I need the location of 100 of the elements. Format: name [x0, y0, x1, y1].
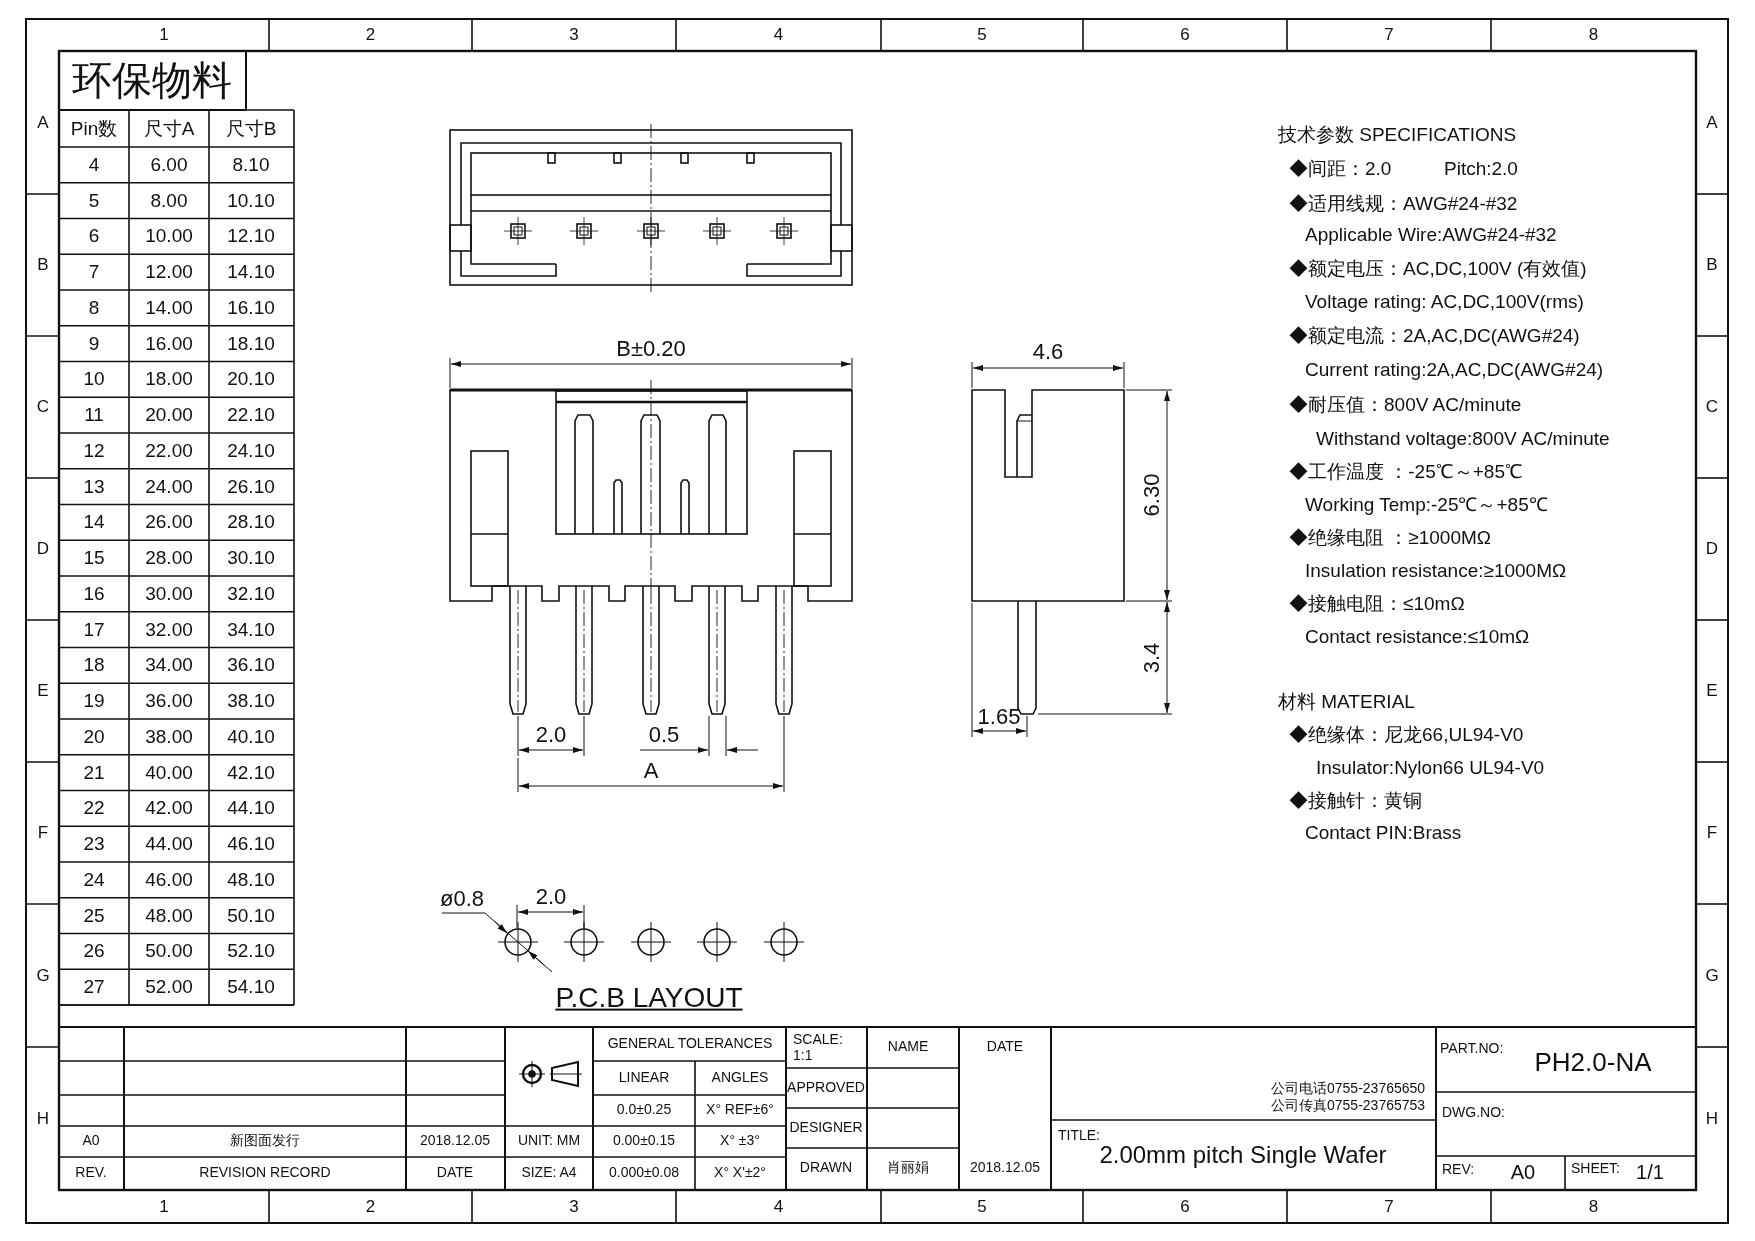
column-header: Pin数 — [70, 118, 118, 139]
dimension-a-value: 34.00 — [145, 654, 193, 676]
zone-letter: A — [1706, 113, 1718, 132]
field-label: SHEET: — [1571, 1161, 1620, 1177]
zone-number: 1 — [159, 25, 169, 45]
tolerance-value: 0.000±0.08 — [609, 1165, 679, 1181]
zone-number: 2 — [365, 1197, 376, 1217]
spec-line: Working Temp:-25℃～+85℃ — [1305, 494, 1548, 516]
tolerance-value: 0.0±0.25 — [616, 1102, 672, 1118]
column-header: 尺寸B — [225, 118, 277, 139]
spec-line: Voltage rating: AC,DC,100V(rms) — [1305, 291, 1584, 313]
zone-number: 6 — [1180, 25, 1190, 45]
dimension-a-value: 26.00 — [145, 511, 193, 533]
field-label: REV: — [1442, 1162, 1475, 1178]
spec-line: Contact resistance:≤10mΩ — [1305, 626, 1530, 648]
table-heading: REV. — [75, 1165, 107, 1181]
zone-letter: E — [1706, 681, 1718, 701]
dimension-a-value: 38.00 — [145, 726, 193, 748]
zone-number: 7 — [1384, 25, 1394, 45]
dimension-a-value: 12.00 — [145, 261, 193, 283]
spec-line: ◆接触针：黄铜 — [1289, 790, 1422, 812]
pin-count: 8 — [88, 297, 100, 319]
dimension-b-value: 16.10 — [227, 297, 275, 319]
dimension-b-value: 8.10 — [232, 154, 270, 176]
spec-line: ◆额定电压：AC,DC,100V (有效值) — [1289, 258, 1587, 280]
pin-count: 5 — [88, 190, 100, 212]
tolerance-value: X° X'±2° — [714, 1165, 766, 1181]
zone-number: 3 — [569, 25, 579, 45]
dimension-a-value: 24.00 — [145, 476, 193, 498]
zone-number: 2 — [365, 25, 376, 45]
zone-number: 5 — [977, 25, 987, 45]
zone-letter: F — [37, 823, 49, 843]
dimension-b-value: 22.10 — [227, 404, 275, 426]
table-heading: DRAWN — [799, 1160, 853, 1176]
spec-line: ◆工作温度 ：-25℃～+85℃ — [1289, 461, 1523, 483]
dimension-label: 1.65 — [977, 704, 1021, 730]
dimension-label: B±0.20 — [616, 336, 686, 362]
spec-line: Pitch:2.0 — [1444, 158, 1518, 180]
dimension-b-value: 18.10 — [227, 333, 275, 355]
zone-number: 7 — [1384, 1197, 1394, 1217]
dimension-b-value: 46.10 — [227, 833, 275, 855]
dimension-a-value: 50.00 — [145, 940, 193, 962]
table-heading: NAME — [887, 1039, 929, 1055]
spec-line: ◆接触电阻：≤10mΩ — [1289, 593, 1465, 615]
dimension-a-value: 18.00 — [145, 368, 193, 390]
dimension-a-value: 30.00 — [145, 583, 193, 605]
dimension-label: 2.0 — [535, 884, 567, 910]
spec-line: Insulator:Nylon66 UL94-V0 — [1316, 757, 1545, 779]
dimension-a-value: 8.00 — [150, 190, 188, 212]
zone-number: 4 — [773, 1197, 784, 1217]
pin-count: 18 — [83, 654, 105, 676]
pin-count: 21 — [83, 762, 105, 784]
zone-letter: G — [36, 966, 50, 985]
dimension-b-value: 34.10 — [227, 619, 275, 641]
dimension-label: 4.6 — [1032, 339, 1064, 365]
part-number-value: PH2.0-NA — [1534, 1047, 1652, 1077]
dimension-b-value: 28.10 — [227, 511, 275, 533]
zone-letter: D — [36, 539, 50, 559]
table-heading: SCALE: 1:1 — [793, 1030, 844, 1064]
dimension-label: 0.5 — [648, 722, 680, 748]
zone-number: 3 — [569, 1197, 579, 1217]
drawing-title: 2.00mm pitch Single Wafer — [1099, 1141, 1387, 1169]
section-heading: P.C.B LAYOUT — [555, 982, 743, 1014]
spec-line: Withstand voltage:800V AC/minute — [1316, 428, 1610, 450]
zone-number: 1 — [159, 1197, 169, 1217]
pin-count: 6 — [88, 225, 100, 247]
dimension-a-value: 22.00 — [145, 440, 193, 462]
spec-line: ◆绝缘电阻 ：≥1000MΩ — [1289, 527, 1491, 549]
spec-heading: 技术参数 SPECIFICATIONS — [1278, 124, 1517, 146]
pin-count: 23 — [83, 833, 105, 855]
dimension-b-value: 14.10 — [227, 261, 275, 283]
dimension-b-value: 38.10 — [227, 690, 275, 712]
zone-letter: B — [37, 255, 49, 275]
dimension-a-value: 46.00 — [145, 869, 193, 891]
pin-count: 25 — [83, 905, 105, 927]
table-heading: REVISION RECORD — [199, 1165, 331, 1181]
dimension-b-value: 26.10 — [227, 476, 275, 498]
date-value: 2018.12.05 — [419, 1133, 491, 1149]
spec-line: ◆间距：2.0 — [1289, 158, 1392, 180]
pin-count: 12 — [83, 440, 105, 462]
dimension-a-value: 44.00 — [145, 833, 193, 855]
dimension-a-value: 20.00 — [145, 404, 193, 426]
tolerance-value: X° REF±6° — [706, 1102, 774, 1118]
pin-count: 7 — [88, 261, 100, 283]
table-heading: APPROVED — [787, 1080, 865, 1096]
unit-value: UNIT: MM — [517, 1133, 581, 1149]
zone-letter: H — [1705, 1109, 1719, 1128]
dimension-a-value: 52.00 — [145, 976, 193, 998]
zone-letter: E — [37, 681, 49, 701]
date-value: 2018.12.05 — [969, 1160, 1041, 1176]
dimension-b-value: 40.10 — [227, 726, 275, 748]
stamp-label: 环保物料 — [72, 58, 232, 102]
zone-letter: G — [1705, 966, 1719, 985]
pin-count: 13 — [83, 476, 105, 498]
zone-number: 8 — [1588, 25, 1599, 45]
dimension-b-value: 54.10 — [227, 976, 275, 998]
spec-heading: 材料 MATERIAL — [1278, 691, 1415, 713]
dimension-label: 6.30 — [1139, 473, 1165, 517]
dimension-b-value: 12.10 — [227, 225, 275, 247]
pin-count: 24 — [83, 869, 105, 891]
